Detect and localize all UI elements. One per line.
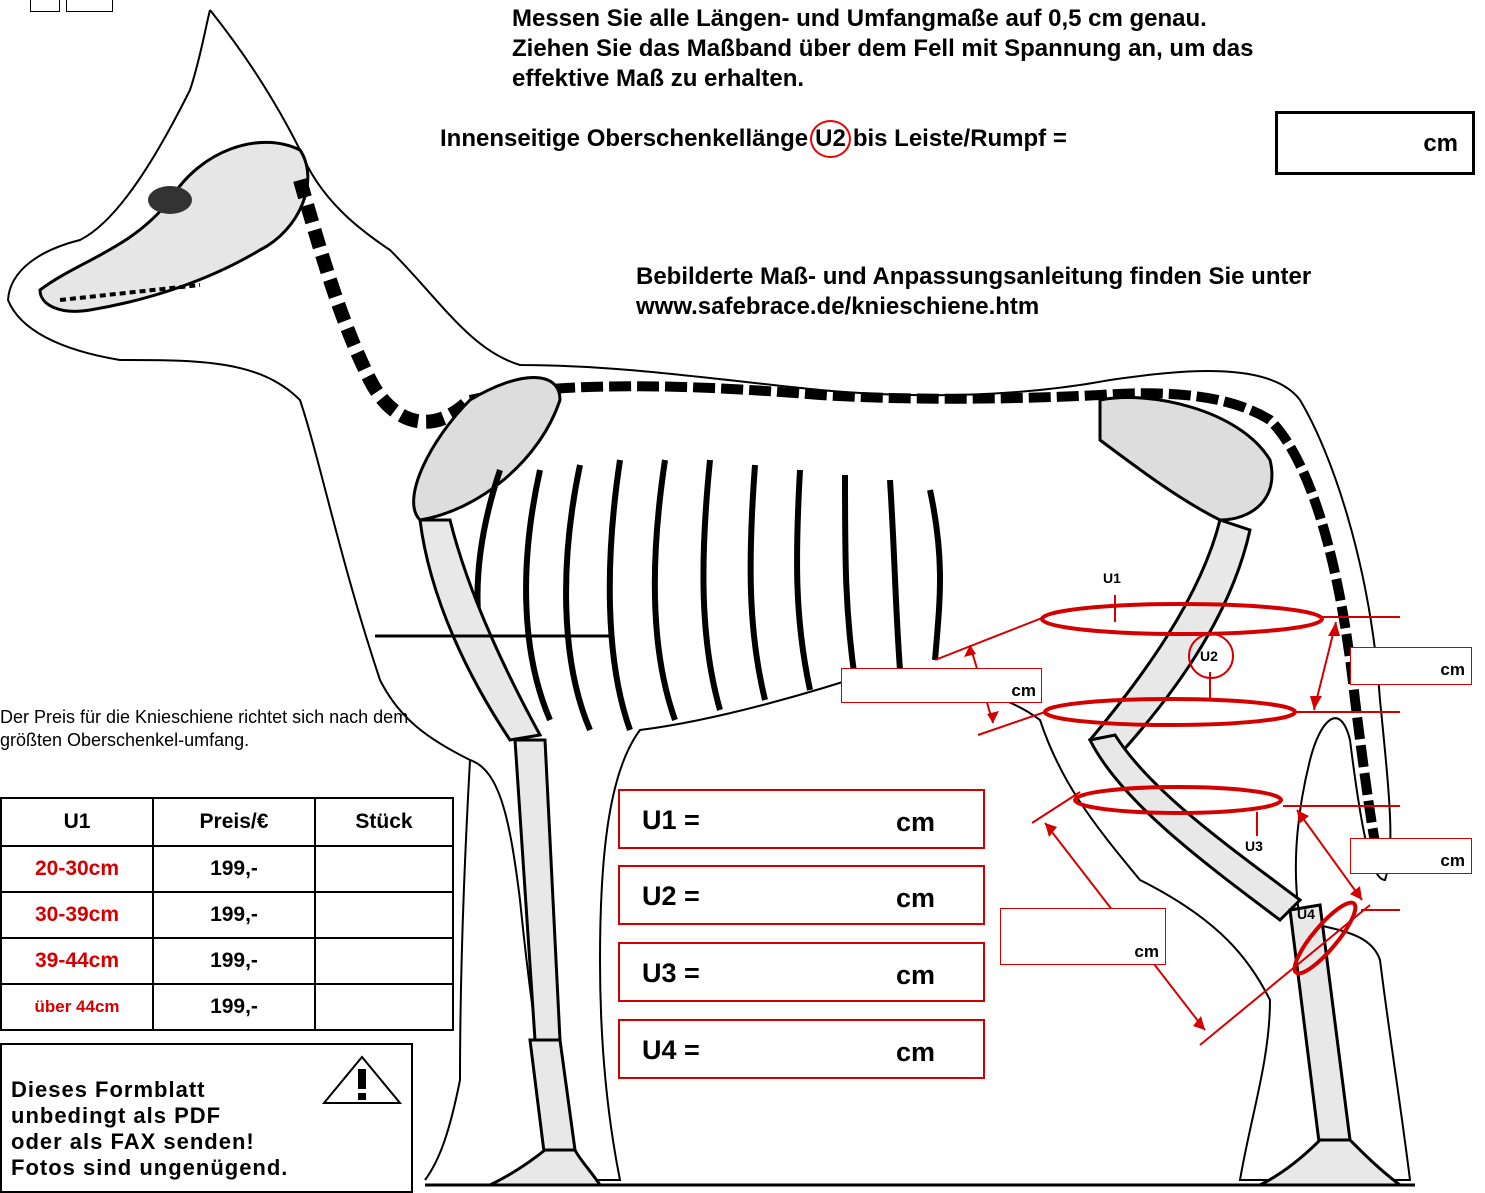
warning-triangle-icon: [320, 1053, 404, 1109]
cm-unit: cm: [1440, 851, 1465, 871]
u1-field[interactable]: U1 = cm: [618, 789, 985, 849]
u3-label: U3: [1245, 838, 1263, 854]
neck-vertebrae: [300, 180, 470, 422]
quantity-cell[interactable]: [315, 938, 453, 984]
cm-unit: cm: [1440, 660, 1465, 680]
lower-leg-length-field[interactable]: cm: [1000, 908, 1166, 965]
price-table: U1 Preis/€ Stück 20-30cm 199,- 30-39cm 1…: [0, 797, 454, 1031]
instruction-line: Messen Sie alle Längen- und Umfangmaße a…: [512, 4, 1472, 34]
corner-box-2: [66, 0, 113, 12]
header-price: Preis/€: [153, 798, 315, 846]
u2-field-unit: cm: [896, 883, 935, 914]
warning-line: Dieses Formblatt: [11, 1077, 288, 1103]
instruction-line: Ziehen Sie das Maßband über dem Fell mit…: [512, 34, 1472, 64]
corner-box-1: [30, 0, 60, 12]
warning-text: Dieses Formblatt unbedingt als PDF oder …: [11, 1077, 288, 1181]
warning-box: Dieses Formblatt unbedingt als PDF oder …: [0, 1043, 413, 1193]
cm-unit: cm: [1011, 681, 1036, 701]
u1-field-unit: cm: [896, 807, 935, 838]
guide-link[interactable]: www.safebrace.de/knieschiene.htm: [636, 292, 1311, 322]
shoulder-blade: [414, 378, 560, 521]
u3-field-label: U3 =: [642, 958, 700, 989]
u1-label: U1: [1103, 570, 1121, 586]
quantity-cell[interactable]: [315, 846, 453, 892]
price-note: Der Preis für die Knieschiene richtet si…: [0, 706, 440, 752]
price-cell: 199,-: [153, 938, 315, 984]
table-row: 30-39cm 199,-: [1, 892, 453, 938]
knee-rear-field[interactable]: cm: [1350, 838, 1472, 874]
range-cell: über 44cm: [1, 984, 153, 1030]
header-count: Stück: [315, 798, 453, 846]
price-cell: 199,-: [153, 846, 315, 892]
u2-field-label: U2 =: [642, 881, 700, 912]
guide-text: Bebilderte Maß- und Anpassungsanleitung …: [636, 262, 1311, 322]
u3-field[interactable]: U3 = cm: [618, 942, 985, 1002]
table-row: 20-30cm 199,-: [1, 846, 453, 892]
cm-unit: cm: [1134, 942, 1159, 962]
u4-field-label: U4 =: [642, 1035, 700, 1066]
u3-field-unit: cm: [896, 960, 935, 991]
inner-length-unit: cm: [1423, 130, 1458, 158]
u4-label: U4: [1297, 906, 1315, 922]
range-cell: 20-30cm: [1, 846, 153, 892]
header-u1: U1: [1, 798, 153, 846]
quantity-cell[interactable]: [315, 984, 453, 1030]
warning-line: oder als FAX senden!: [11, 1129, 288, 1155]
price-cell: 199,-: [153, 892, 315, 938]
u2-field[interactable]: U2 = cm: [618, 865, 985, 925]
inner-length-field[interactable]: cm: [1275, 111, 1475, 175]
range-cell: 39-44cm: [1, 938, 153, 984]
range-cell: 30-39cm: [1, 892, 153, 938]
guide-line-1: Bebilderte Maß- und Anpassungsanleitung …: [636, 262, 1311, 292]
pelvis: [1100, 398, 1272, 521]
quantity-cell[interactable]: [315, 892, 453, 938]
table-row: 39-44cm 199,-: [1, 938, 453, 984]
thigh-length-rear-field[interactable]: cm: [1350, 647, 1472, 685]
table-row: über 44cm 199,-: [1, 984, 453, 1030]
u1-field-label: U1 =: [642, 805, 700, 836]
u4-field-unit: cm: [896, 1037, 935, 1068]
warning-line: unbedingt als PDF: [11, 1103, 288, 1129]
u4-field[interactable]: U4 = cm: [618, 1019, 985, 1079]
measurement-instructions: Messen Sie alle Längen- und Umfangmaße a…: [512, 4, 1472, 94]
warning-line: Fotos sind ungenügend.: [11, 1155, 288, 1181]
table-header-row: U1 Preis/€ Stück: [1, 798, 453, 846]
price-cell: 199,-: [153, 984, 315, 1030]
thigh-length-field[interactable]: cm: [841, 668, 1042, 703]
u2-label: U2: [1200, 648, 1218, 664]
instruction-line: effektive Maß zu erhalten.: [512, 64, 1472, 94]
inner-length-prefix: Innenseitige Oberschenkellänge: [440, 125, 808, 152]
u2-circle-label: U2: [810, 120, 851, 158]
inner-length-suffix: bis Leiste/Rumpf =: [853, 125, 1067, 152]
